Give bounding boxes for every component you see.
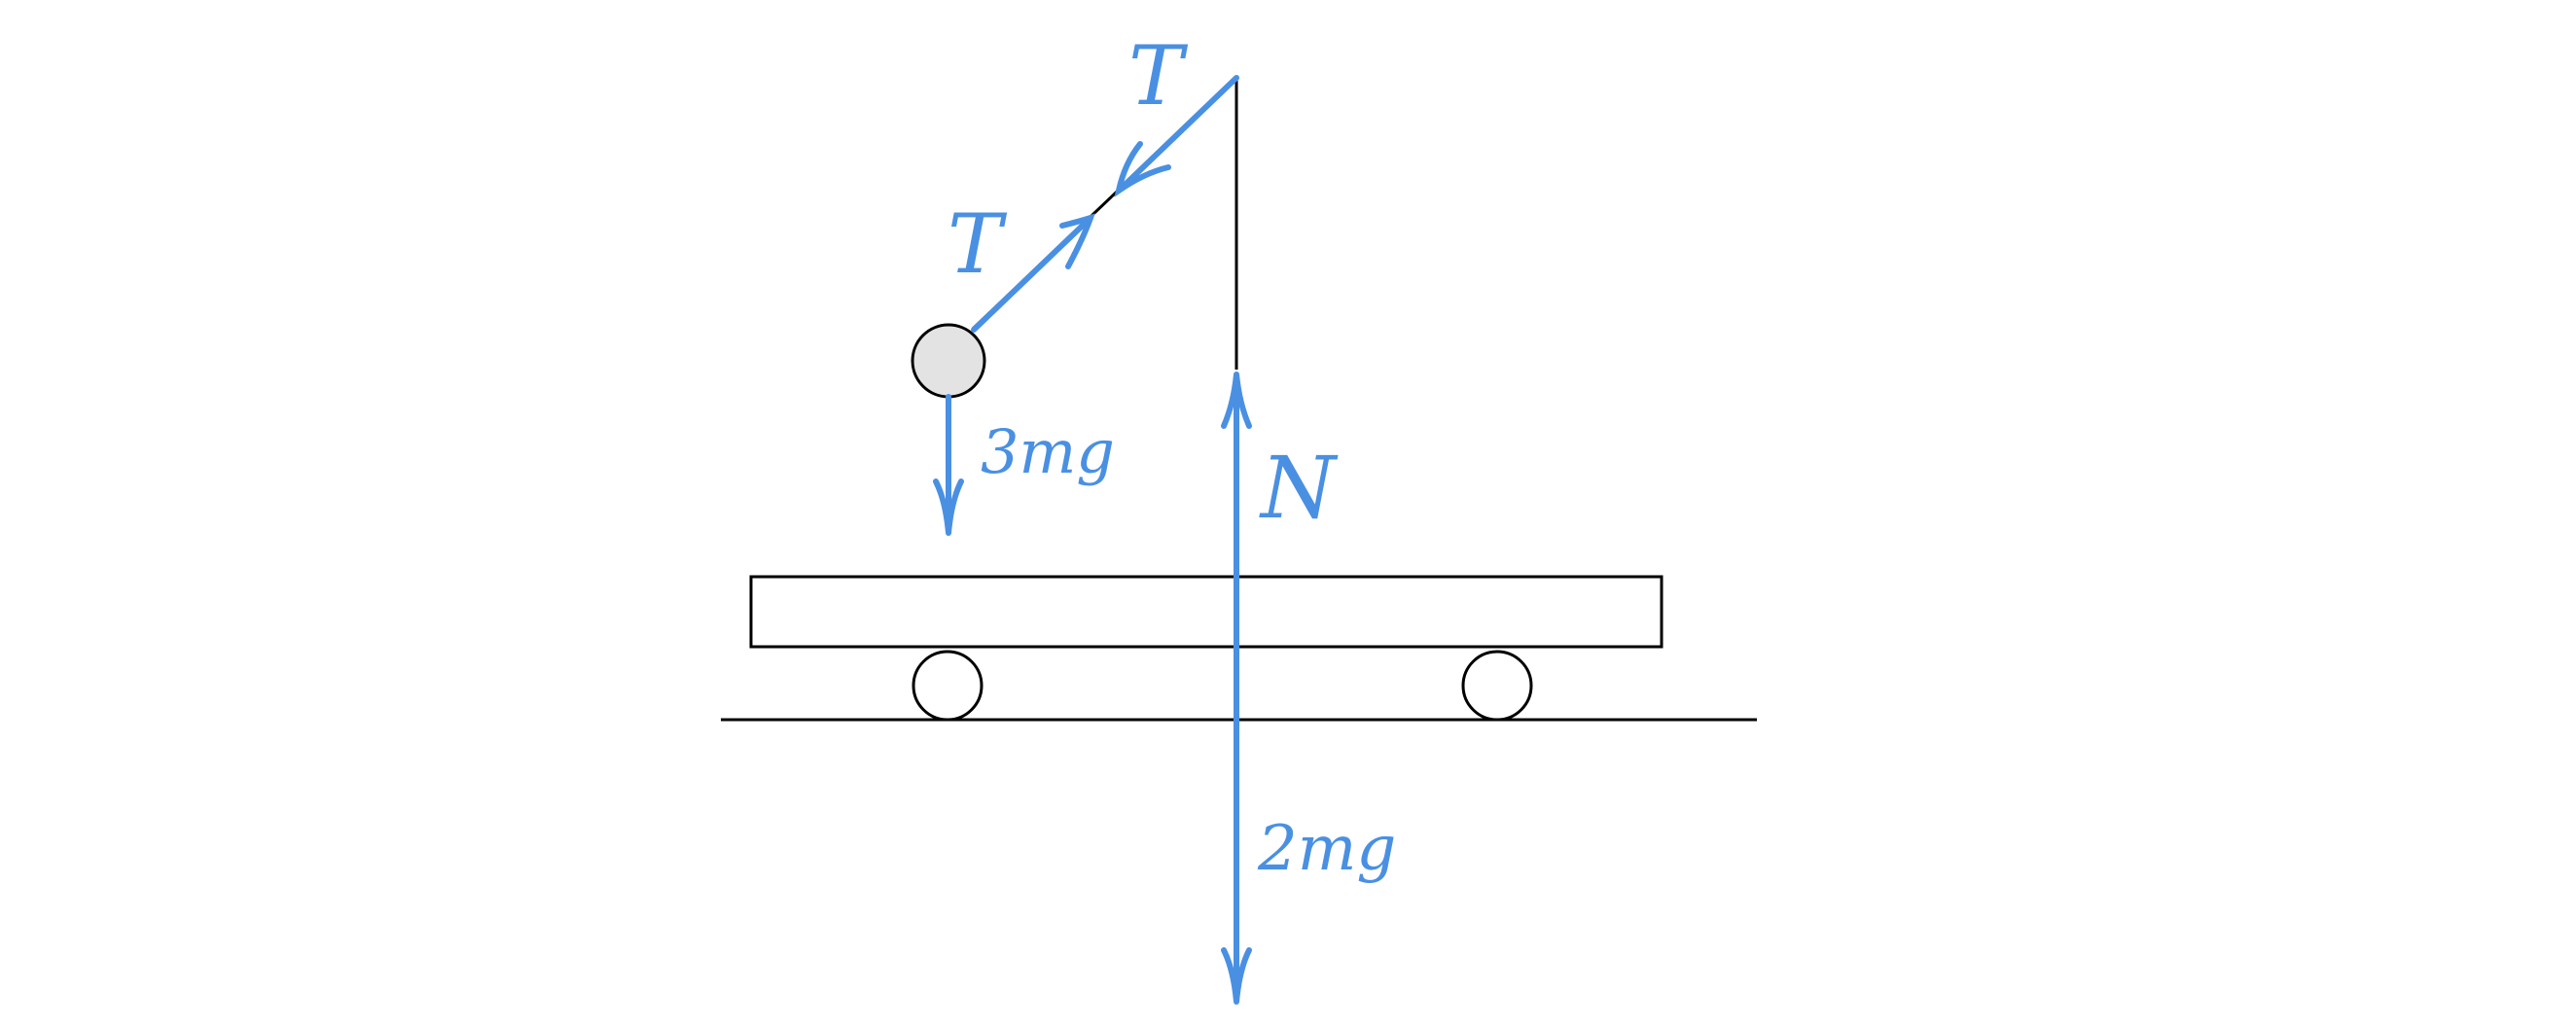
cart-weight-label: 2mg [1257, 813, 1396, 885]
tension-upper-arrowhead [1114, 141, 1171, 197]
cart-body [749, 575, 1664, 649]
left-wheel [912, 650, 984, 722]
right-wheel [1461, 650, 1533, 722]
tension-upper-label: T [1128, 28, 1189, 124]
normal-force-arrowhead [1221, 373, 1252, 429]
ball-weight-arrowhead [933, 478, 964, 534]
tension-lower-label: T [948, 196, 1008, 292]
hanging-ball [911, 323, 986, 399]
tension-lower-arrow [971, 215, 1093, 333]
ball-weight-label: 3mg [981, 416, 1115, 487]
force-arrows [933, 75, 1252, 1005]
normal-force-label: N [1259, 438, 1339, 538]
tension-lower-arrowhead [1059, 213, 1095, 269]
cart-weight-arrowhead [1221, 947, 1252, 1003]
tension-upper-arrow [1116, 75, 1239, 194]
